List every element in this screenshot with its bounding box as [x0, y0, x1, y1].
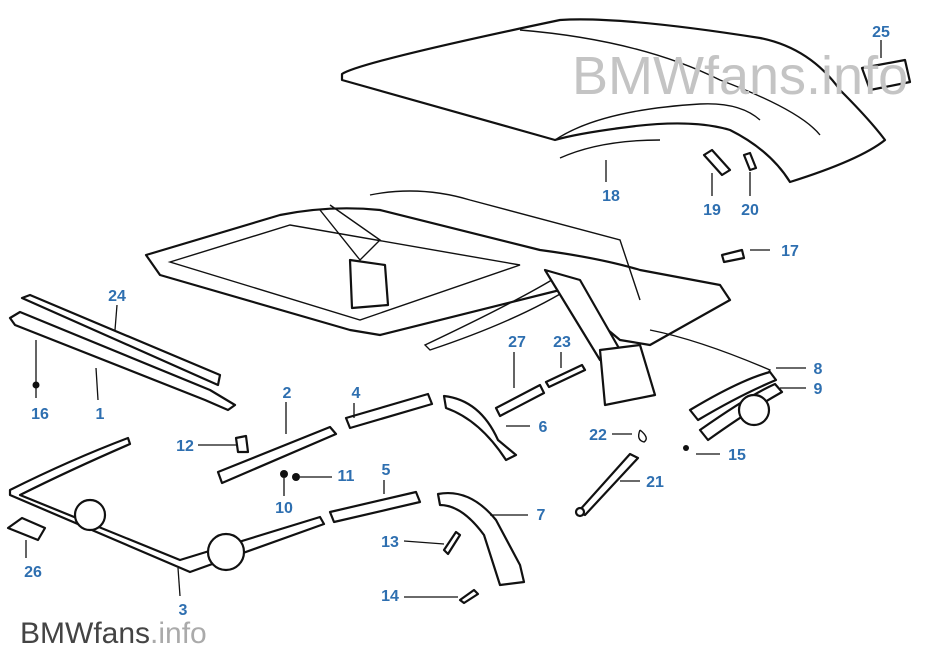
label-16: 16: [31, 406, 49, 423]
part-17-plate: [720, 248, 746, 264]
part-10-bolt: [280, 470, 288, 478]
watermark-bottom: BMWfans.info: [20, 617, 207, 650]
label-26: 26: [24, 564, 42, 581]
part-2-seal: [216, 425, 338, 485]
label-6: 6: [539, 419, 548, 436]
part-3-rail: [8, 436, 326, 574]
part-4-seal: [344, 392, 434, 430]
callout-labels: 25 18 19 20 17 24 16 1 27 23 8 9 2 4 6 2…: [24, 24, 890, 619]
label-18: 18: [602, 188, 620, 205]
part-20-clip: [742, 151, 758, 172]
part-13-clip: [442, 530, 462, 556]
part-18-soft-top-cover: [340, 18, 887, 184]
label-7: 7: [537, 507, 546, 524]
part-7-seal: [436, 492, 526, 587]
part-5-seal: [328, 490, 422, 524]
label-3: 3: [179, 602, 188, 619]
label-4: 4: [352, 385, 361, 402]
part-15-screw: [683, 445, 689, 451]
label-13: 13: [381, 534, 399, 551]
label-20: 20: [741, 202, 759, 219]
label-22: 22: [589, 427, 607, 444]
part-23-pin: [544, 363, 587, 389]
label-8: 8: [814, 361, 823, 378]
part-12-bracket: [234, 434, 250, 454]
part-11-nut: [292, 473, 300, 481]
label-11: 11: [338, 468, 355, 485]
label-1: 1: [96, 406, 105, 423]
label-12: 12: [176, 438, 194, 455]
part-3-latch: [206, 532, 246, 572]
top-frame-assembly: [144, 190, 772, 407]
part-1-rail: [8, 310, 237, 412]
leader-lines: [25, 40, 882, 598]
part-24-seal: [20, 293, 222, 387]
label-24: 24: [108, 288, 126, 305]
label-15: 15: [728, 447, 746, 464]
part-27-spring: [494, 383, 546, 418]
label-9: 9: [814, 381, 823, 398]
label-10: 10: [275, 500, 293, 517]
part-19-clip: [702, 148, 732, 177]
label-5: 5: [382, 462, 391, 479]
part-26-cap: [6, 516, 47, 542]
label-23: 23: [553, 334, 571, 351]
part-14-clip: [458, 588, 480, 605]
part-22-clip: [637, 429, 647, 443]
part-3-latch: [73, 498, 107, 532]
part-8-seal: [688, 370, 778, 422]
label-27: 27: [508, 334, 526, 351]
label-14: 14: [381, 588, 399, 605]
part-21-gas-strut: [576, 452, 640, 517]
label-21: 21: [646, 474, 664, 491]
watermark-top: BMWfans.info: [572, 46, 908, 106]
part-25-pad: [860, 58, 912, 92]
label-2: 2: [283, 385, 292, 402]
part-6-seal: [442, 394, 518, 462]
label-25: 25: [872, 24, 890, 41]
label-17: 17: [781, 243, 799, 260]
label-19: 19: [703, 202, 721, 219]
